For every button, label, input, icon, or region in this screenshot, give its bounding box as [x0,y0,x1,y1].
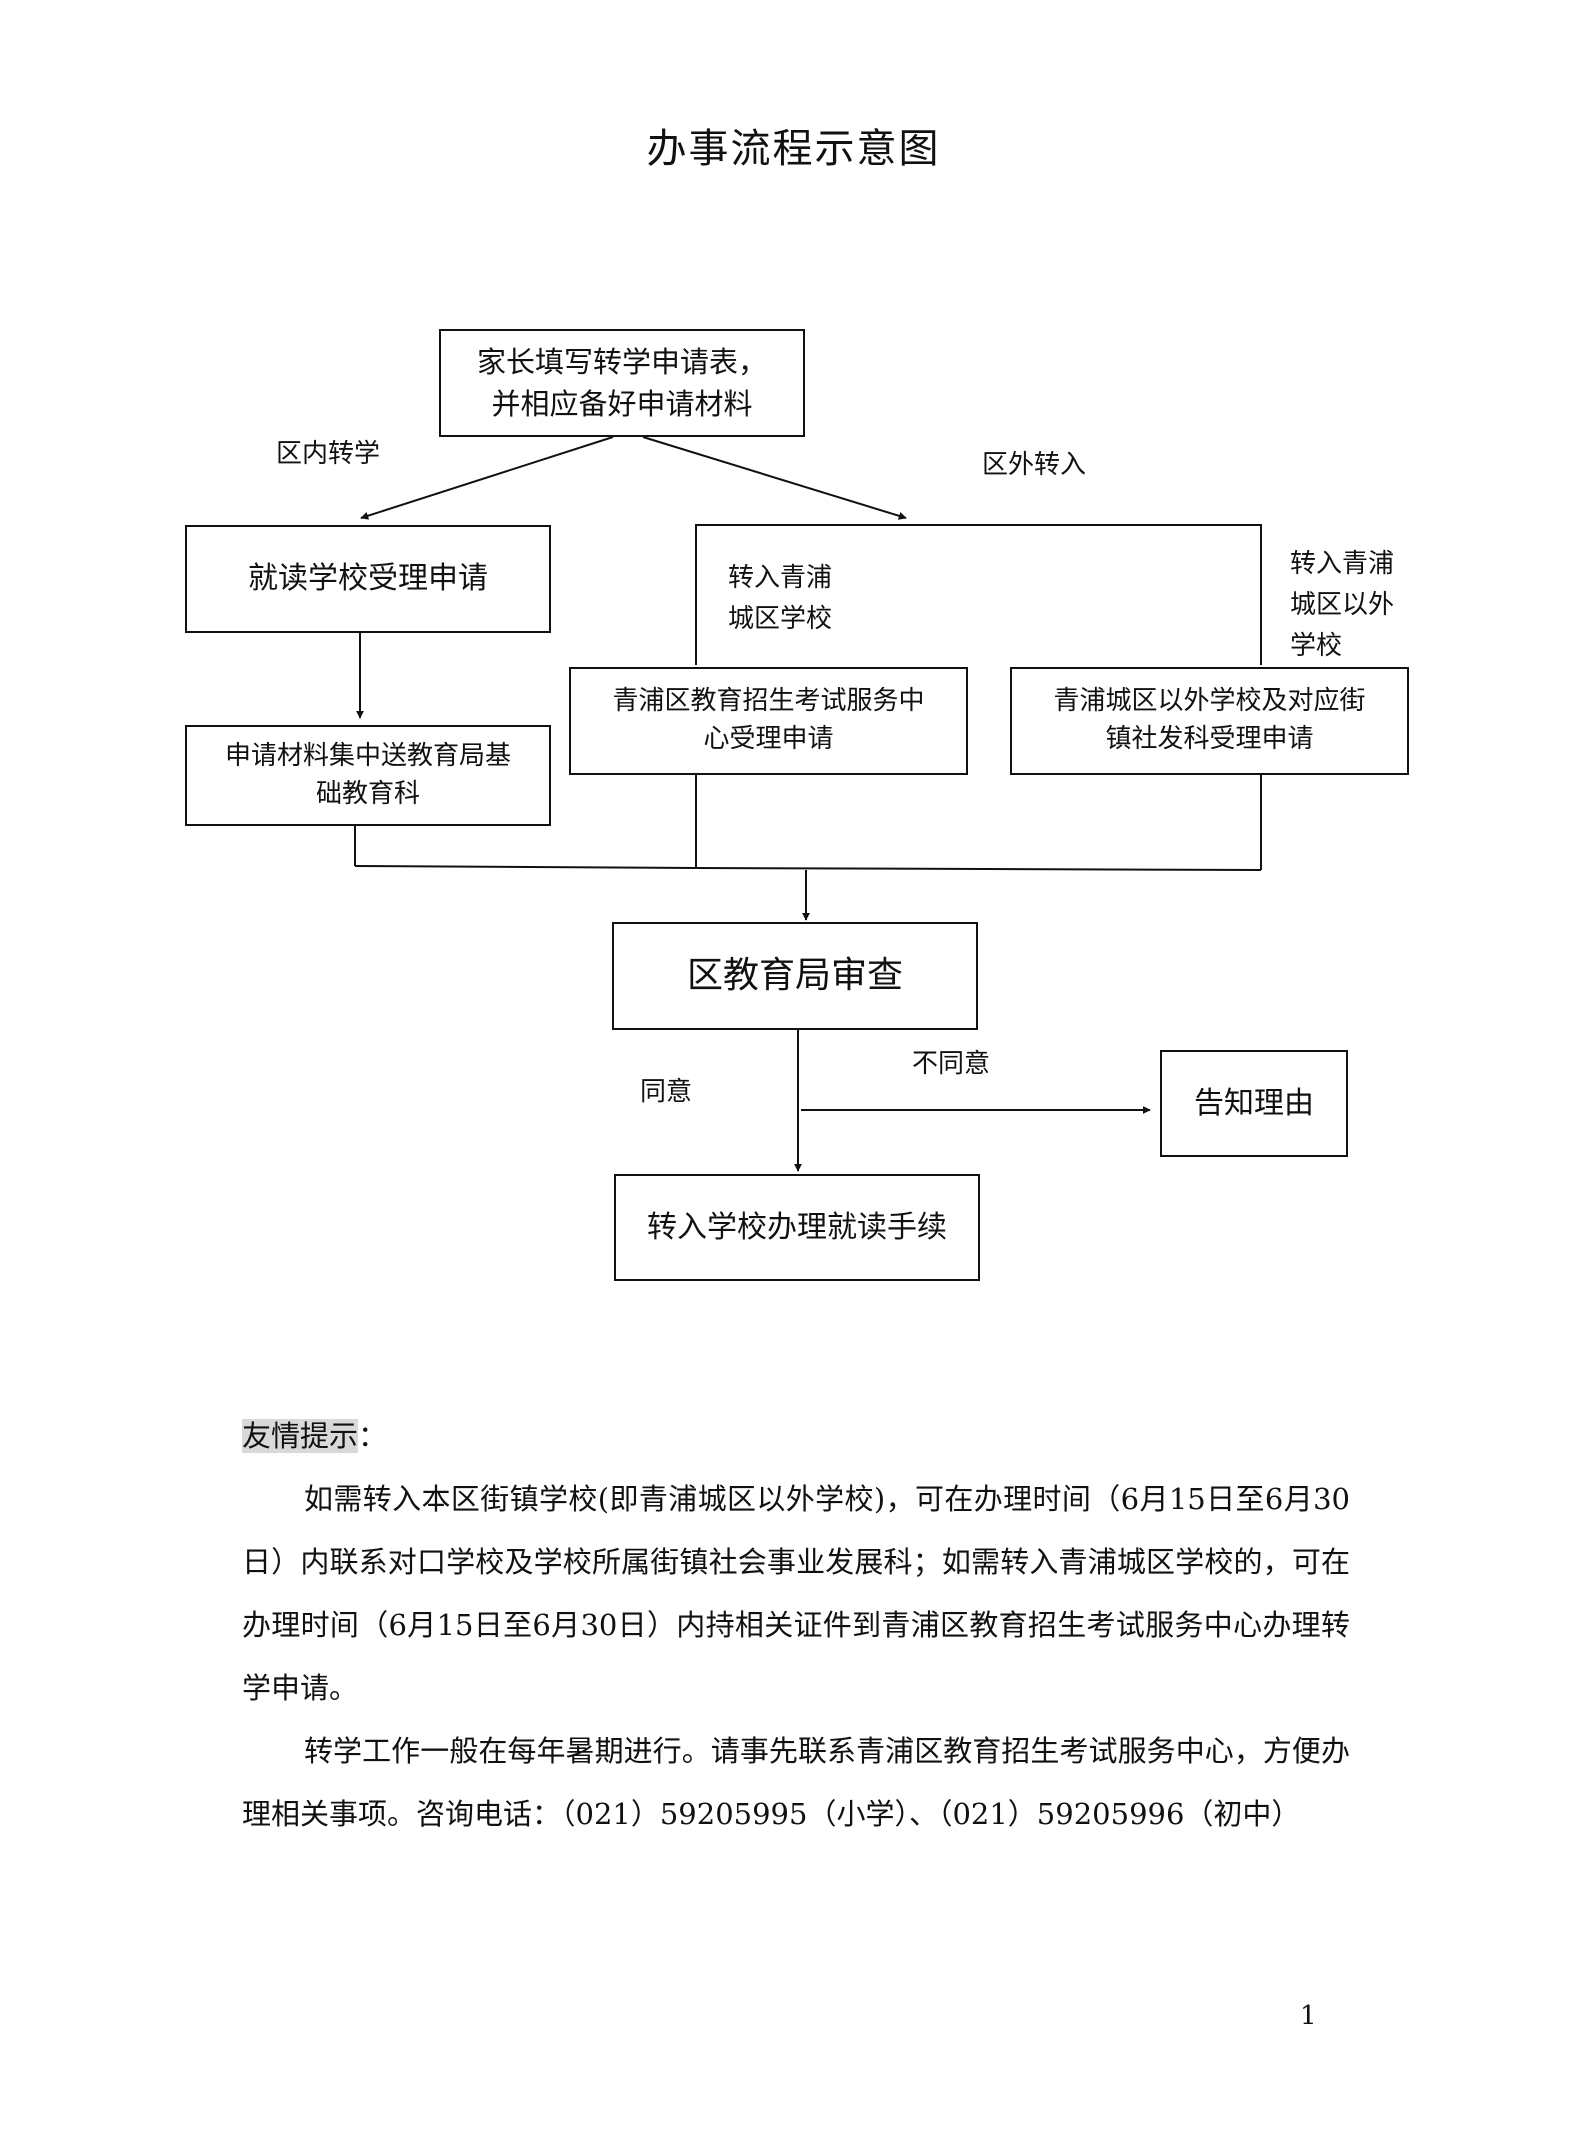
edge-label-agree: 同意 [640,1077,693,1107]
arrow-start-to-school [360,436,614,520]
node-exam-center-line-1: 青浦区教育招生考试服务中 [612,686,925,717]
tips-section: 友情提示： 如需转入本区街镇学校(即青浦城区以外学校)，可在办理时间（6月15日… [242,1405,1350,1846]
node-send-materials-line-1: 申请材料集中送教育局基 [224,740,511,771]
edge-label-extra: 区外转入 [982,450,1087,480]
tips-heading: 友情提示： [242,1405,387,1468]
edge-label-disagree: 不同意 [912,1049,991,1079]
node-procedure: 转入学校办理就读手续 [614,1174,980,1281]
edge-label-outside-line-1: 转入青浦 [1290,549,1395,579]
node-send-materials-line-2: 础教育科 [315,778,420,809]
page-number: 1 [1300,2001,1317,2031]
node-send-materials: 申请材料集中送教育局基 础教育科 [185,725,551,826]
arrow-start-to-extra [642,436,907,520]
node-outside-school: 青浦城区以外学校及对应街 镇社发科受理申请 [1010,667,1409,775]
tips-heading-highlight: 友情提示 [242,1419,359,1453]
node-review-line-1: 区教育局审查 [686,954,903,996]
tips-paragraph-2: 转学工作一般在每年暑期进行。请事先联系青浦区教育招生考试服务中心，方便办理相关事… [242,1734,1350,1831]
node-procedure-line-1: 转入学校办理就读手续 [647,1209,947,1245]
edge-label-outside-line-2: 城区以外 [1290,590,1395,621]
merge-line [354,865,1262,871]
node-exam-center-line-2: 心受理申请 [703,724,834,754]
node-start-line-1: 家长填写转学申请表， [476,344,767,379]
edge-label-outside: 转入青浦 城区以外 学校 [1290,544,1394,667]
edge-label-intra: 区内转学 [276,439,381,469]
edge-label-urban-line-2: 城区学校 [728,604,833,635]
node-reason-line-1: 告知理由 [1194,1085,1314,1121]
tips-paragraph-1: 如需转入本区街镇学校(即青浦城区以外学校)，可在办理时间（6月15日至6月30日… [242,1482,1350,1705]
node-school-accept: 就读学校受理申请 [185,525,551,633]
node-reason: 告知理由 [1160,1050,1348,1157]
node-exam-center: 青浦区教育招生考试服务中 心受理申请 [569,667,968,775]
extra-branch-bracket [695,524,1262,665]
node-outside-school-line-2: 镇社发科受理申请 [1105,724,1314,754]
node-review: 区教育局审查 [612,922,978,1030]
node-start-line-2: 并相应备好申请材料 [491,387,753,421]
node-outside-school-line-1: 青浦城区以外学校及对应街 [1053,686,1366,717]
node-school-accept-line-1: 就读学校受理申请 [248,561,488,597]
edge-label-outside-line-3: 学校 [1290,631,1343,662]
page-title: 办事流程示意图 [646,126,941,172]
edge-label-urban: 转入青浦 城区学校 [728,558,832,640]
edge-label-urban-line-1: 转入青浦 [728,563,833,593]
node-start: 家长填写转学申请表， 并相应备好申请材料 [439,329,805,437]
tips-heading-colon: ： [358,1419,388,1453]
